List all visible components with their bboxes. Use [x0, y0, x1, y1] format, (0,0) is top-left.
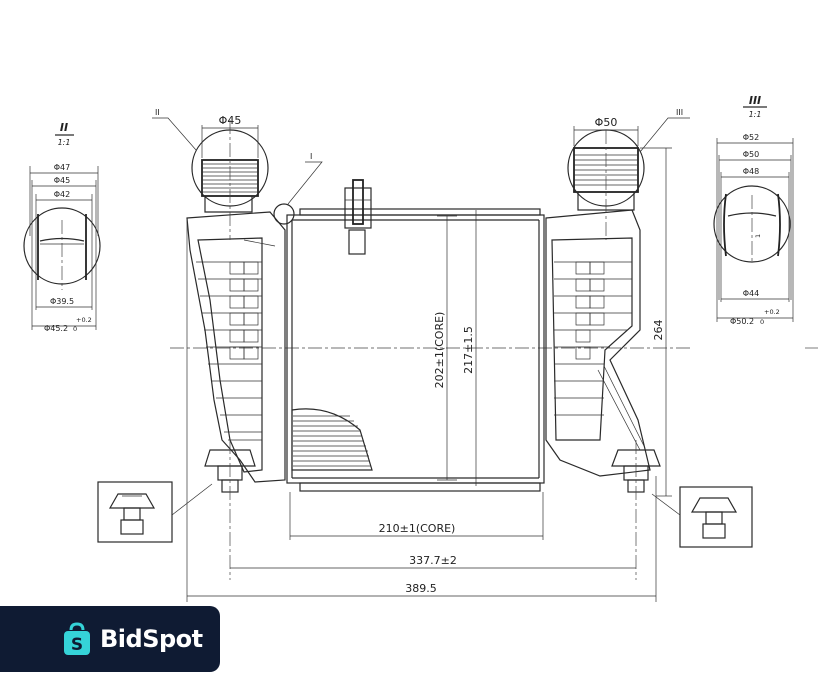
detail-III-d502: Φ50.2: [730, 317, 754, 326]
detail-III-d52: Φ52: [743, 133, 759, 142]
detail-II-d452: Φ45.2: [44, 324, 68, 333]
svg-text:S: S: [71, 635, 83, 655]
left-tank-ribs: [196, 239, 276, 441]
right-tank-ribs: [554, 261, 645, 451]
detail-II-tol-zero: 0: [73, 325, 77, 333]
dim-core-width: 210±1(CORE): [379, 522, 456, 535]
detail-III-small: 1: [754, 234, 762, 238]
detail-III: III 1:1 Φ52 Φ50 Φ48 Φ44 Φ50.2 +0.2 0 1: [713, 94, 794, 326]
detail-II-d47: Φ47: [54, 163, 70, 172]
dim-outlet-diameter: Φ50: [595, 116, 618, 129]
stud-detail-left: [97, 481, 213, 543]
shopping-bag-icon: S: [62, 622, 92, 656]
detail-II-tol-plus: +0.2: [76, 316, 92, 324]
dim-mount-spacing: 337.7±2: [409, 554, 457, 567]
dim-total-height: 264: [652, 320, 665, 341]
dim-height-217: 217±1.5: [462, 326, 475, 374]
callout-II-label: II: [155, 108, 160, 117]
detail-III-scale: 1:1: [749, 110, 762, 119]
brand-name: BidSpot: [100, 625, 203, 653]
detail-III-title: III: [749, 94, 761, 107]
detail-II-d42: Φ42: [54, 190, 70, 199]
callout-leaders: II I III: [152, 108, 690, 205]
detail-III-d44: Φ44: [743, 289, 759, 298]
detail-III-tol-plus: +0.2: [764, 308, 780, 316]
dim-inlet-diameter: Φ45: [219, 114, 242, 127]
callout-I-label: I: [310, 152, 312, 161]
stud-detail-right: [651, 486, 753, 548]
dimensions: Φ45 Φ50 202±1(CORE) 217±1.5 264 210±1(CO…: [186, 114, 672, 602]
intercooler-body: [170, 120, 818, 580]
detail-II-d45: Φ45: [54, 176, 70, 185]
detail-II: II 1:1 Φ47 Φ45 Φ42 Φ39.5 Φ45.2 +0.2 0: [23, 121, 101, 333]
dim-core-height: 202±1(CORE): [433, 312, 446, 389]
detail-III-tol-zero: 0: [760, 318, 764, 326]
detail-III-d48: Φ48: [743, 167, 759, 176]
dim-overall-width: 389.5: [405, 582, 437, 595]
bidspot-logo: S BidSpot: [0, 606, 220, 672]
detail-III-d50: Φ50: [743, 150, 759, 159]
callout-III-label: III: [676, 108, 683, 117]
core-fins: [293, 415, 371, 467]
detail-II-d395: Φ39.5: [50, 297, 74, 306]
detail-II-scale: 1:1: [58, 138, 71, 147]
detail-II-title: II: [60, 121, 68, 134]
